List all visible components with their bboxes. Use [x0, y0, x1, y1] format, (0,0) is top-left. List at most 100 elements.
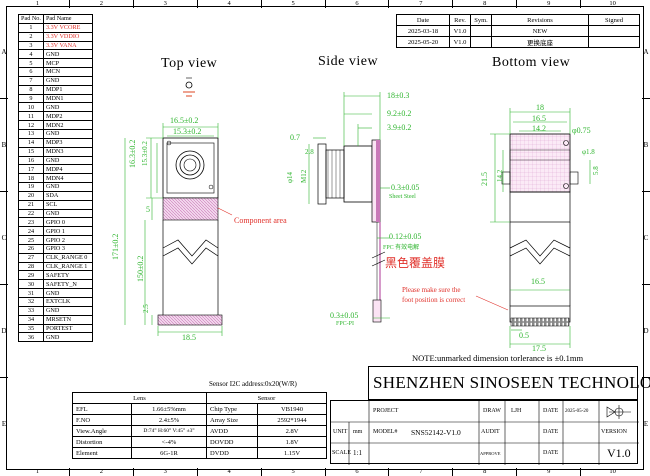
- camera-orientation-icon: [183, 77, 195, 97]
- date2-label: DATE: [543, 429, 559, 435]
- ruler-col-3: 3: [132, 0, 197, 8]
- dim-bot-16-5: 16.5: [532, 114, 546, 123]
- project-label: PROJECT: [373, 408, 399, 414]
- label-side-fpc: FPC 有效电解: [383, 245, 420, 251]
- dim-top-total-length: 171±0.2: [111, 233, 120, 260]
- ruler-col-3: 3: [132, 468, 197, 476]
- spec-r2-v2: 2592*1944: [257, 414, 327, 426]
- ruler-col-6: 6: [324, 468, 389, 476]
- scale-value: 1:1: [353, 449, 362, 457]
- spec-r3-v2: 2.8V: [257, 425, 327, 437]
- spec-r1-k2: Chip Type: [206, 403, 258, 415]
- version-label: VERSION: [601, 429, 628, 435]
- ruler-row-A: A: [1, 48, 7, 56]
- top-view-title: Top view: [161, 56, 218, 71]
- spec-r1-v2: VB1940: [257, 403, 327, 415]
- ruler-col-2: 2: [68, 0, 133, 8]
- dim-bot-phi075: φ0.75: [572, 126, 591, 135]
- ruler-row-A: A: [643, 48, 649, 56]
- spec-r4-v1: <-4%: [131, 436, 207, 448]
- dim-bot-phi18: φ1.8: [582, 148, 595, 156]
- dim-top-2-5: 2.5: [142, 304, 150, 313]
- dim-bot-14-2: 14.2: [532, 124, 546, 133]
- spec-r1-k1: EFL: [72, 403, 132, 415]
- dim-bot-21-5: 21.5: [480, 172, 489, 186]
- spec-r4-v2: 1.8V: [257, 436, 327, 448]
- ruler-col-8: 8: [452, 468, 516, 476]
- unit-label: UNIT: [333, 429, 348, 435]
- dim-side-phi14: φ14: [286, 171, 294, 183]
- dim-top-height-outer: 16.3±0.2: [128, 139, 137, 168]
- dim-top-width-outer: 16.5±0.2: [170, 116, 199, 125]
- bottom-view-title: Bottom view: [492, 55, 571, 70]
- dim-side-m12: M12: [300, 169, 308, 183]
- model-value: SNS52142-V1.0: [411, 428, 461, 437]
- component-area-label: Component area: [234, 216, 287, 225]
- dim-side-0-7: 0.7: [290, 133, 300, 142]
- side-view-title: Side view: [318, 54, 379, 69]
- label-side-pi: FPC-PI: [336, 321, 355, 327]
- dim-bot-5-8: 5.8: [592, 166, 600, 175]
- dim-side-fpc: 0.12±0.05: [389, 232, 422, 241]
- top-view-drawing: [124, 77, 233, 336]
- ruler-col-4: 4: [196, 0, 261, 8]
- dim-top-small: 5: [146, 205, 150, 214]
- dim-top-tail-width: 18.5: [182, 333, 196, 342]
- title-block-grid: [331, 401, 639, 465]
- ruler-row-D: D: [642, 284, 650, 377]
- dim-bot-14-2-vertical: 14.2: [496, 169, 504, 182]
- spec-r5-v1: 6G-1R: [131, 447, 207, 459]
- pad-name: GND: [42, 332, 93, 343]
- ruler-col-8: 8: [452, 0, 516, 8]
- audit-label: AUDIT: [481, 429, 500, 435]
- cover-film-label: 黑色覆盖膜: [385, 256, 446, 270]
- sensor-header: Sensor: [206, 392, 327, 404]
- rev-row2-signed: [588, 36, 640, 48]
- date-label: DATE: [543, 408, 559, 414]
- dim-bot-18: 18: [536, 103, 544, 112]
- ruler-row-B: B: [0, 98, 8, 191]
- ruler-col-2: 2: [68, 468, 133, 476]
- ruler-col-7: 7: [388, 0, 452, 8]
- dim-side-18: 18±0.3: [387, 91, 410, 100]
- spec-r1-v1: 1.66±5%mm: [131, 403, 207, 415]
- ruler-row-E: E: [0, 377, 8, 470]
- ruler-col-10: 10: [580, 0, 644, 8]
- ruler-row-D: D: [0, 284, 8, 377]
- dim-side-3-9: 3.9±0.2: [387, 123, 412, 132]
- ruler-col-9: 9: [516, 468, 580, 476]
- scale-label: SCALE: [332, 450, 352, 456]
- dim-top-height-inner: 15.3±0.2: [141, 141, 149, 166]
- side-view-drawing: [308, 92, 390, 323]
- spec-r3-k1: View.Angle: [72, 425, 132, 437]
- company-name: SHENZHEN SINOSEEN TECHNOLOGY: [373, 373, 650, 392]
- sensor-address-note: Sensor I2C address:0x20(W/R): [209, 380, 297, 388]
- spec-r3-v1: D:74° H:60° V:45° ±3°: [131, 425, 207, 437]
- ruler-col-5: 5: [260, 468, 325, 476]
- dim-side-pi: 0.3±0.05: [330, 311, 359, 320]
- unit-value: mm: [353, 429, 363, 435]
- spec-r5-k2: DVDD: [206, 447, 258, 459]
- ruler-col-7: 7: [388, 468, 452, 476]
- dim-bot-0-5: 0.5: [519, 331, 529, 340]
- ruler-col-4: 4: [196, 468, 261, 476]
- label-side-sheet: Sheet Steel: [389, 194, 416, 200]
- dim-bot-17-5: 17.5: [532, 344, 546, 353]
- lens-header: Lens: [72, 392, 207, 404]
- title-info-block: PROJECT UNIT mm MODEL# SNS52142-V1.0 SCA…: [330, 400, 639, 465]
- dim-side-sheet: 0.3±0.05: [391, 183, 420, 192]
- foot-position-note: Please make sure the foot position is co…: [402, 286, 466, 304]
- dim-side-2-8: 2.8: [305, 148, 314, 156]
- spec-r4-k1: Distortion: [72, 436, 132, 448]
- drawer-name: LJH: [511, 408, 522, 414]
- ruler-row-C: C: [642, 191, 650, 284]
- dim-top-flex-length: 150±0.2: [136, 255, 145, 282]
- dim-top-width-inner: 15.3±0.2: [173, 127, 202, 136]
- ruler-col-1: 1: [35, 468, 40, 475]
- company-title-block: SHENZHEN SINOSEEN TECHNOLOGY: [368, 366, 650, 400]
